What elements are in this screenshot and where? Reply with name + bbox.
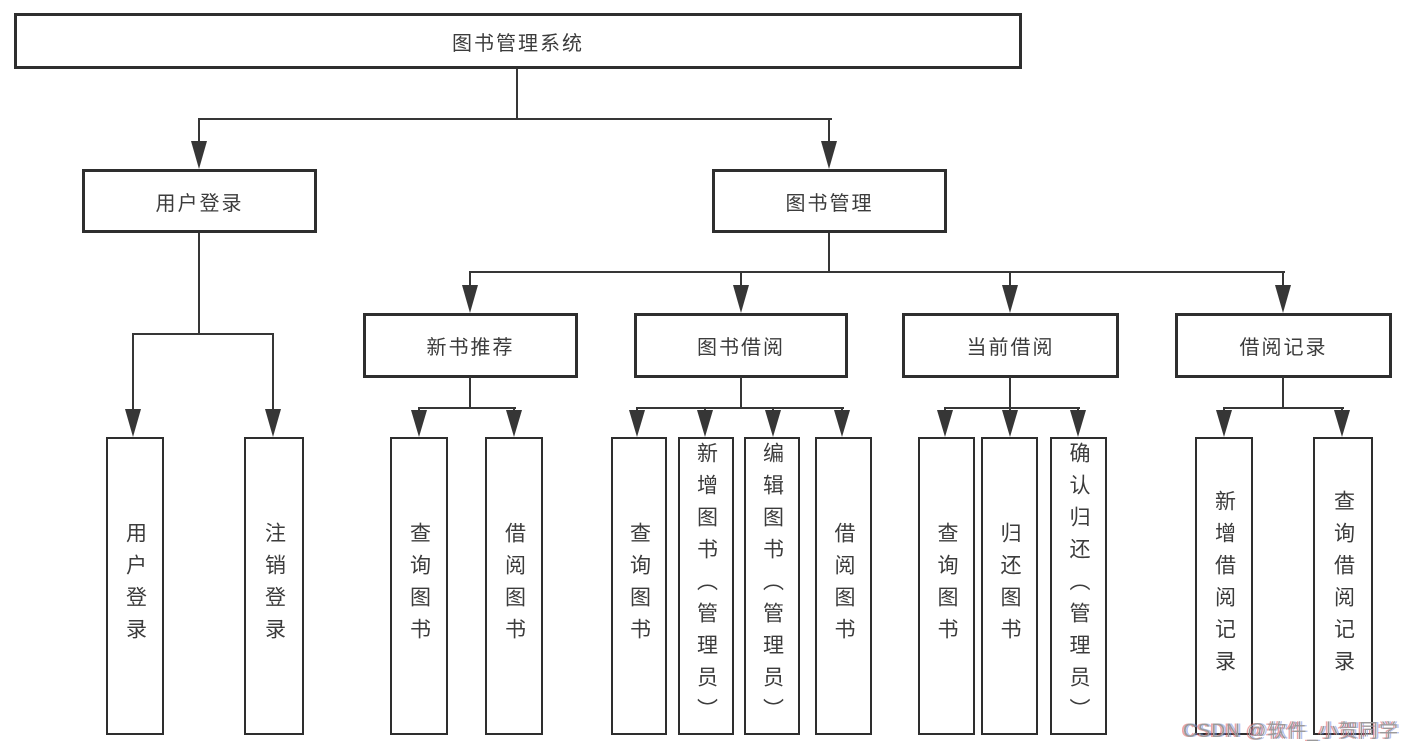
leaf-query-books-current: 查询图书 xyxy=(918,437,975,735)
arrowhead xyxy=(765,410,781,437)
leaf-add-borrow-record: 新增借阅记录 xyxy=(1195,437,1253,735)
node-label: 新书推荐 xyxy=(426,337,515,359)
leaf-borrow-books-recommend: 借阅图书 xyxy=(485,437,543,735)
connector-drop-new-books xyxy=(469,271,471,287)
connector-drop-current-borrow xyxy=(1009,271,1011,287)
node-label: 图书管理 xyxy=(785,192,874,215)
leaf-label: 查询图书 xyxy=(407,522,431,650)
node-library-management-system: 图书管理系统 xyxy=(14,13,1022,69)
arrowhead xyxy=(506,410,522,437)
arrowhead xyxy=(834,410,850,437)
node-book-borrowing: 图书借阅 xyxy=(634,313,848,378)
leaf-label: 查询图书 xyxy=(935,522,958,650)
arrowhead xyxy=(1070,410,1086,437)
leaf-label: 归还图书 xyxy=(998,522,1021,650)
leaf-user-login: 用户登录 xyxy=(106,437,164,735)
leaf-label: 用户登录 xyxy=(123,522,147,650)
leaf-label: 借阅图书 xyxy=(502,522,526,650)
arrowhead xyxy=(821,141,837,169)
connector-groupC-stem xyxy=(1009,377,1011,409)
leaf-label: 新增图书（管理员） xyxy=(694,442,718,730)
leaf-query-books-recommend: 查询图书 xyxy=(390,437,448,735)
leaf-label: 编辑图书（管理员） xyxy=(760,442,784,730)
arrowhead xyxy=(1002,410,1018,437)
connector-groupA-horizontal xyxy=(418,407,516,409)
arrowhead xyxy=(937,410,953,437)
arrowhead xyxy=(1334,410,1350,437)
node-user-login: 用户登录 xyxy=(82,169,317,233)
csdn-watermark: CSDN @软件_小贺同学 xyxy=(1183,721,1399,742)
leaf-logout: 注销登录 xyxy=(244,437,304,735)
connector-root-stem xyxy=(516,69,518,119)
connector-groupB-horizontal xyxy=(636,407,844,409)
connector-groupC-horizontal xyxy=(944,407,1080,409)
connector-drop-borrow-records xyxy=(1282,271,1284,287)
node-label: 用户登录 xyxy=(155,192,244,215)
connector-groupB-stem xyxy=(740,377,742,409)
leaf-label: 注销登录 xyxy=(262,522,286,650)
arrowhead xyxy=(411,410,427,437)
arrowhead xyxy=(125,409,141,437)
leaf-edit-books-admin: 编辑图书（管理员） xyxy=(744,437,800,735)
leaf-query-borrow-record: 查询借阅记录 xyxy=(1313,437,1373,735)
node-borrowing-records: 借阅记录 xyxy=(1175,313,1392,378)
leaf-confirm-return-admin: 确认归还（管理员） xyxy=(1050,437,1107,735)
arrowhead xyxy=(629,410,645,437)
leaf-add-books-admin: 新增图书（管理员） xyxy=(678,437,734,735)
leaf-label: 借阅图书 xyxy=(832,522,855,650)
leaf-label: 确认归还（管理员） xyxy=(1067,442,1090,730)
arrowhead xyxy=(1275,285,1291,313)
node-label: 借阅记录 xyxy=(1239,337,1328,359)
connector-book-mgmt-horizontal xyxy=(469,271,1285,273)
connector-user-login-stem xyxy=(198,233,200,335)
node-new-book-recommend: 新书推荐 xyxy=(363,313,578,378)
node-current-borrowing: 当前借阅 xyxy=(902,313,1119,378)
node-book-management: 图书管理 xyxy=(712,169,947,233)
node-label: 当前借阅 xyxy=(966,337,1055,359)
connector-drop-book-borrow xyxy=(740,271,742,287)
connector-user-login-horizontal xyxy=(132,333,274,335)
connector-drop-book-management xyxy=(828,118,830,144)
arrowhead xyxy=(1002,285,1018,313)
connector-drop-logout-leaf xyxy=(272,333,274,411)
leaf-return-books: 归还图书 xyxy=(981,437,1038,735)
leaf-label: 新增借阅记录 xyxy=(1212,490,1236,682)
leaf-label: 查询图书 xyxy=(627,522,651,650)
leaf-borrow-books: 借阅图书 xyxy=(815,437,872,735)
connector-groupA-stem xyxy=(469,377,471,409)
connector-groupD-horizontal xyxy=(1223,407,1344,409)
arrowhead xyxy=(697,410,713,437)
connector-drop-login-leaf xyxy=(132,333,134,411)
arrowhead xyxy=(733,285,749,313)
arrowhead xyxy=(191,141,207,169)
connector-book-mgmt-stem xyxy=(828,233,830,273)
node-label: 图书借阅 xyxy=(697,337,785,359)
arrowhead xyxy=(1216,410,1232,437)
arrowhead xyxy=(265,409,281,437)
arrowhead xyxy=(462,285,478,313)
connector-root-horizontal xyxy=(198,118,832,120)
leaf-query-books-borrowing: 查询图书 xyxy=(611,437,667,735)
connector-drop-user-login xyxy=(198,118,200,144)
connector-groupD-stem xyxy=(1282,377,1284,409)
node-label: 图书管理系统 xyxy=(452,32,584,55)
leaf-label: 查询借阅记录 xyxy=(1331,490,1355,682)
